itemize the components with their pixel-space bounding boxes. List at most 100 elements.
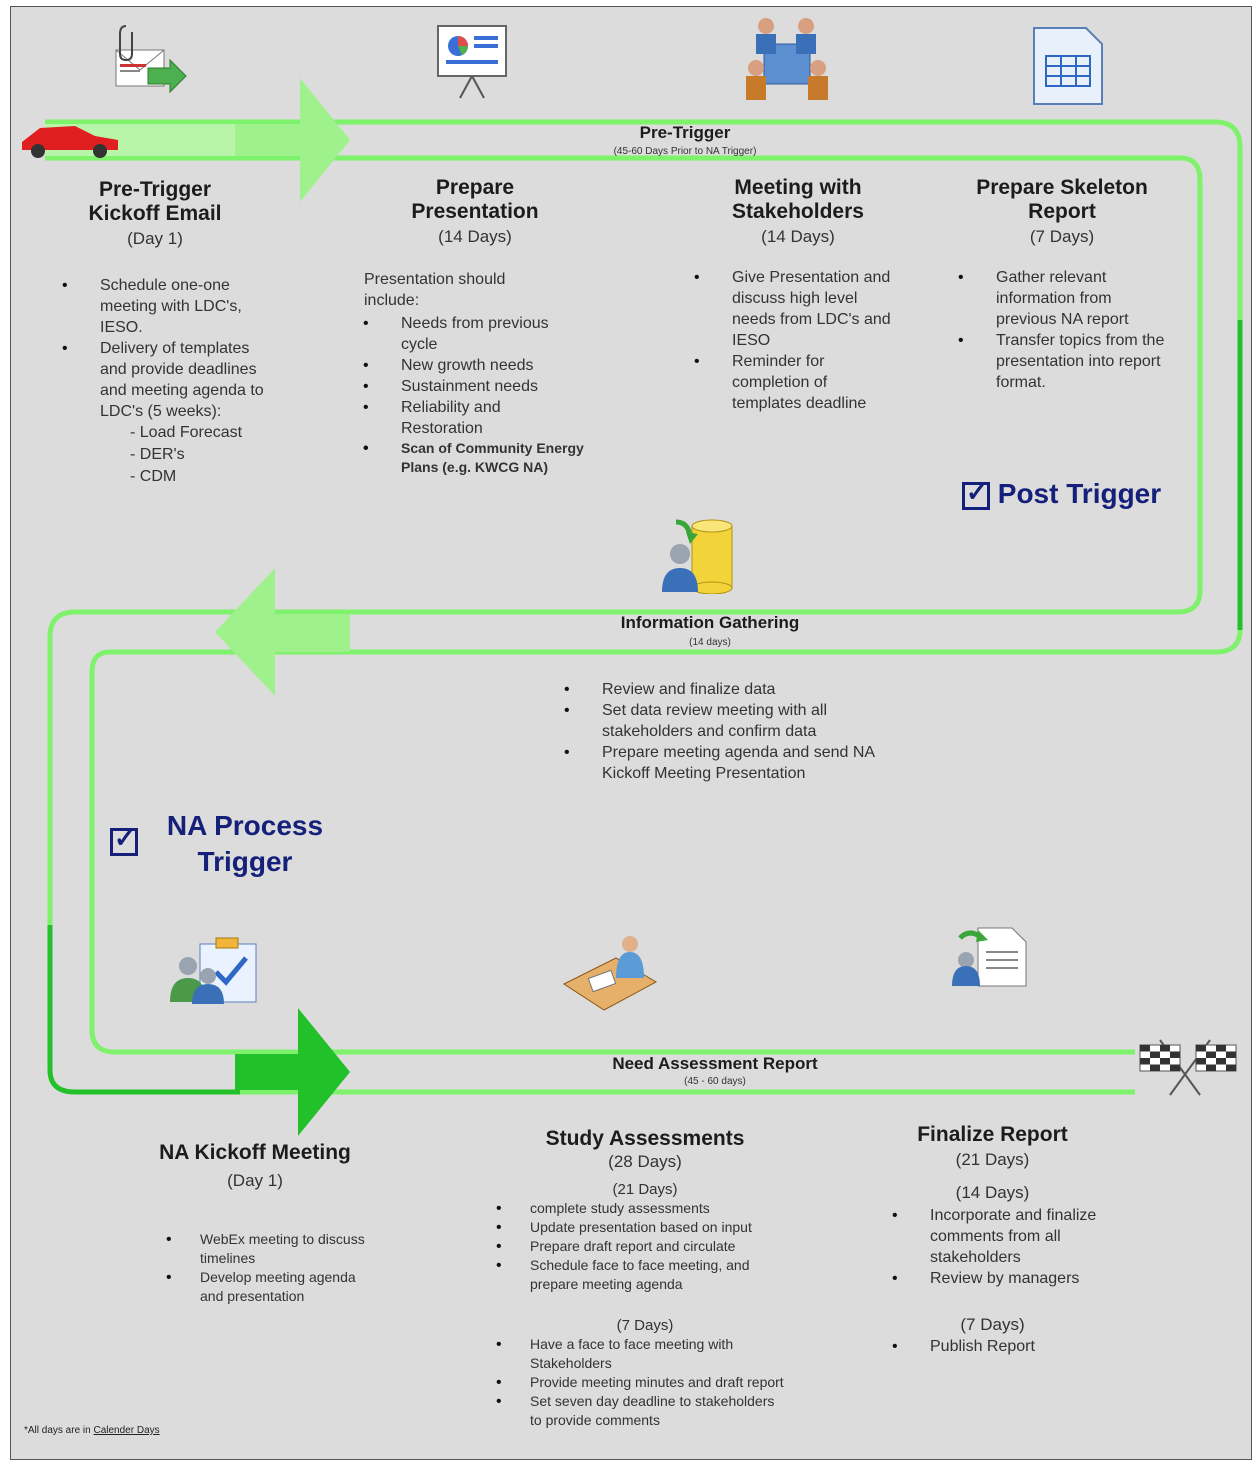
step1-subitem: - DER's	[130, 446, 185, 463]
na-trigger-checkbox	[110, 823, 138, 856]
meeting-icon	[746, 18, 828, 100]
post-trigger-label: Post Trigger	[997, 478, 1162, 509]
step6-part1-duration: (21 Days)	[612, 1181, 678, 1198]
team-checklist-icon	[170, 937, 257, 1004]
pre-trigger-sublabel: (45-60 Days Prior to NA Trigger)	[613, 146, 757, 157]
step5-details: WebEx meeting to discuss timelines Devel…	[158, 1230, 368, 1306]
desk-worker-icon	[562, 936, 658, 1011]
step4-title: Prepare Skeleton Report	[952, 176, 1172, 224]
step5-bullet: WebEx meeting to discuss timelines	[158, 1230, 368, 1268]
step7-part1-details: Incorporate and finalize comments from a…	[884, 1205, 1124, 1289]
step6-bullet: Schedule face to face meeting, and prepa…	[488, 1256, 788, 1294]
spreadsheet-icon	[1033, 27, 1103, 105]
step6-bullet: Prepare draft report and circulate	[488, 1237, 788, 1256]
database-user-icon	[662, 519, 733, 594]
step7-part2-duration: (7 Days)	[960, 1315, 1025, 1334]
step1-details: Schedule one-one meeting with LDC's, IES…	[54, 275, 264, 488]
step7-part1-duration: (14 Days)	[955, 1183, 1030, 1202]
step4-duration: (7 Days)	[1029, 227, 1095, 246]
step1-subitem: - Load Forecast	[130, 424, 243, 441]
step1-title-line2: Kickoff Email	[88, 202, 222, 225]
step2-bullet: Needs from previous cycle	[355, 313, 585, 355]
step2-title-line1: Prepare	[435, 176, 515, 199]
top-arrow	[235, 78, 350, 202]
email-icon	[115, 25, 187, 94]
post-trigger-marker: Post Trigger	[962, 477, 1162, 510]
info-bullet: Prepare meeting agenda and send NA Kicko…	[556, 742, 896, 784]
pre-trigger-loop-outer	[45, 119, 1243, 1055]
step2-details: Needs from previous cycle New growth nee…	[355, 313, 585, 477]
checkered-flags-icon	[1139, 1039, 1237, 1096]
step2-intro: Presentation should include:	[364, 271, 506, 309]
step3-title: Meeting with Stakeholders	[698, 176, 898, 224]
step3-title-line1: Meeting with	[734, 176, 862, 199]
info-bullet: Set data review meeting with all stakeho…	[556, 700, 896, 742]
step6-bullet: Provide meeting minutes and draft report	[488, 1373, 788, 1392]
step1-title-line1: Pre-Trigger	[98, 178, 212, 201]
step6-part2-details: Have a face to face meeting with Stakeho…	[488, 1335, 788, 1430]
step4-title-line1: Prepare Skeleton	[976, 176, 1148, 199]
step6-bullet: Set seven day deadline to stakeholders t…	[488, 1392, 788, 1430]
footnote-text: *All days are in	[24, 1425, 94, 1436]
info-bullet: Review and finalize data	[556, 679, 896, 700]
pre-trigger-label: Pre-Trigger	[639, 123, 731, 142]
step3-bullet: Give Presentation and discuss high level…	[686, 267, 896, 351]
step7-bullet: Publish Report	[884, 1336, 1124, 1357]
step2-title: Prepare Presentation	[375, 176, 575, 224]
footnote: *All days are in Calender Days	[24, 1425, 160, 1436]
report-phase-label: Need Assessment Report	[612, 1054, 818, 1073]
step2-bullet: Reliability and Restoration	[355, 397, 585, 439]
step7-bullet: Incorporate and finalize comments from a…	[884, 1205, 1124, 1268]
step1-subitem: - CDM	[130, 468, 177, 485]
step6-bullet: Have a face to face meeting with Stakeho…	[488, 1335, 788, 1373]
step2-bullet: Sustainment needs	[355, 376, 585, 397]
document-user-icon	[952, 927, 1027, 987]
middle-arrow	[215, 568, 350, 696]
step5-bullet: Develop meeting agenda and presentation	[158, 1268, 368, 1306]
step1-duration: (Day 1)	[127, 229, 183, 248]
step3-duration: (14 Days)	[761, 227, 835, 246]
step6-bullet: Update presentation based on input	[488, 1218, 788, 1237]
na-trigger-line1: NA Process	[166, 810, 324, 841]
step6-part1-details: complete study assessments Update presen…	[488, 1199, 788, 1294]
step4-details: Gather relevant information from previou…	[950, 267, 1175, 393]
presentation-icon	[437, 25, 507, 99]
na-trigger-line2: Trigger	[197, 846, 293, 877]
step4-bullet: Transfer topics from the presentation in…	[950, 330, 1175, 393]
race-car-icon	[22, 126, 118, 158]
step1-title: Pre-Trigger Kickoff Email	[60, 178, 250, 226]
step2-duration: (14 Days)	[438, 227, 512, 246]
step6-title: Study Assessments	[545, 1127, 745, 1150]
info-gathering-sublabel: (14 days)	[689, 637, 731, 648]
step1-bullet: Delivery of templates and provide deadli…	[54, 338, 264, 422]
checkbox-icon	[110, 823, 138, 856]
step7-duration: (21 Days)	[955, 1150, 1030, 1169]
checkbox-icon	[962, 477, 990, 510]
step6-duration: (28 Days)	[608, 1152, 682, 1171]
info-gathering-label: Information Gathering	[620, 613, 800, 632]
step5-duration: (Day 1)	[227, 1171, 283, 1190]
step4-bullet: Gather relevant information from previou…	[950, 267, 1175, 330]
step7-part2-details: Publish Report	[884, 1336, 1124, 1357]
left-loop-dark-segment	[47, 925, 240, 1095]
step3-bullet: Reminder for completion of templates dea…	[686, 351, 896, 414]
step3-details: Give Presentation and discuss high level…	[686, 267, 896, 414]
report-phase-sublabel: (45 - 60 days)	[684, 1076, 746, 1087]
step5-title: NA Kickoff Meeting	[159, 1141, 351, 1164]
step2-title-line2: Presentation	[411, 200, 539, 223]
calendar-days-link[interactable]: Calender Days	[93, 1425, 160, 1436]
info-gathering-details: Review and finalize data Set data review…	[556, 679, 896, 784]
step3-title-line2: Stakeholders	[732, 200, 864, 223]
bottom-arrow	[235, 1008, 350, 1136]
step2-bullet: New growth needs	[355, 355, 585, 376]
na-trigger-label: NA Process Trigger	[160, 808, 330, 880]
step2-bullet-bold: Scan of Community Energy Plans (e.g. KWC…	[355, 439, 585, 477]
step4-title-line2: Report	[1028, 200, 1096, 223]
step7-title: Finalize Report	[917, 1123, 1068, 1146]
step6-part2-duration: (7 Days)	[616, 1317, 674, 1334]
step1-bullet: Schedule one-one meeting with LDC's, IES…	[54, 275, 264, 338]
step7-bullet: Review by managers	[884, 1268, 1124, 1289]
step6-bullet: complete study assessments	[488, 1199, 788, 1218]
